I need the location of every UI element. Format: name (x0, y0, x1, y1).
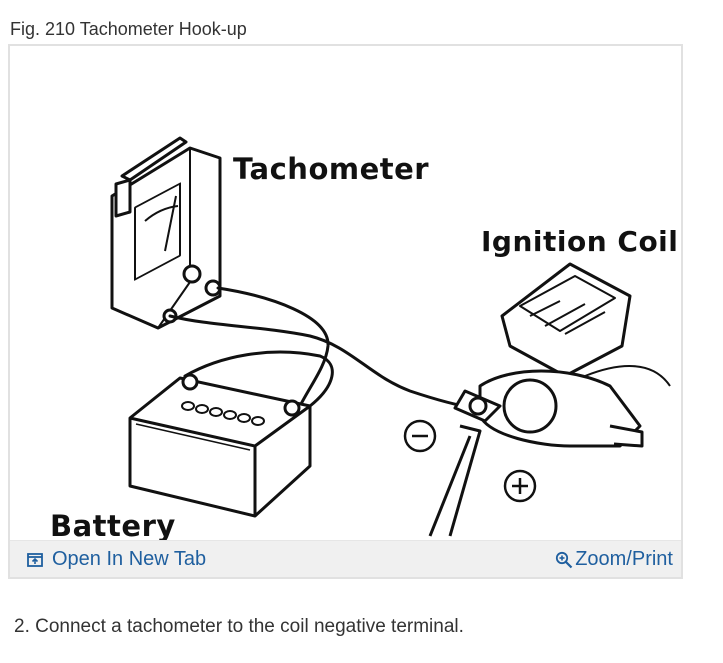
figure-caption: Fig. 210 Tachometer Hook-up (10, 19, 247, 39)
tachometer-drawing (110, 136, 222, 330)
open-new-tab-icon (26, 551, 44, 569)
ignition-coil-drawing (428, 262, 671, 537)
polarity-symbols (403, 419, 537, 503)
tachometer-label: Tachometer (233, 152, 430, 186)
tachometer-leads (168, 286, 477, 410)
zoom-print-label: Zoom/Print (575, 548, 673, 570)
battery-label: Battery (50, 509, 176, 543)
open-in-new-tab-link[interactable]: Open In New Tab (26, 548, 206, 571)
instruction-step: 2. Connect a tachometer to the coil nega… (14, 616, 464, 637)
open-in-new-tab-label: Open In New Tab (52, 548, 207, 570)
tachometer-hookup-diagram (10, 46, 681, 543)
figure-container: Tachometer Ignition Coil Battery Open In… (8, 44, 683, 579)
figure-toolbar: Open In New Tab Zoom/Print (10, 540, 681, 577)
zoom-in-icon (555, 551, 573, 569)
battery-drawing (128, 373, 312, 518)
ignition-coil-label: Ignition Coil (481, 225, 679, 258)
zoom-print-link[interactable]: Zoom/Print (555, 548, 673, 571)
